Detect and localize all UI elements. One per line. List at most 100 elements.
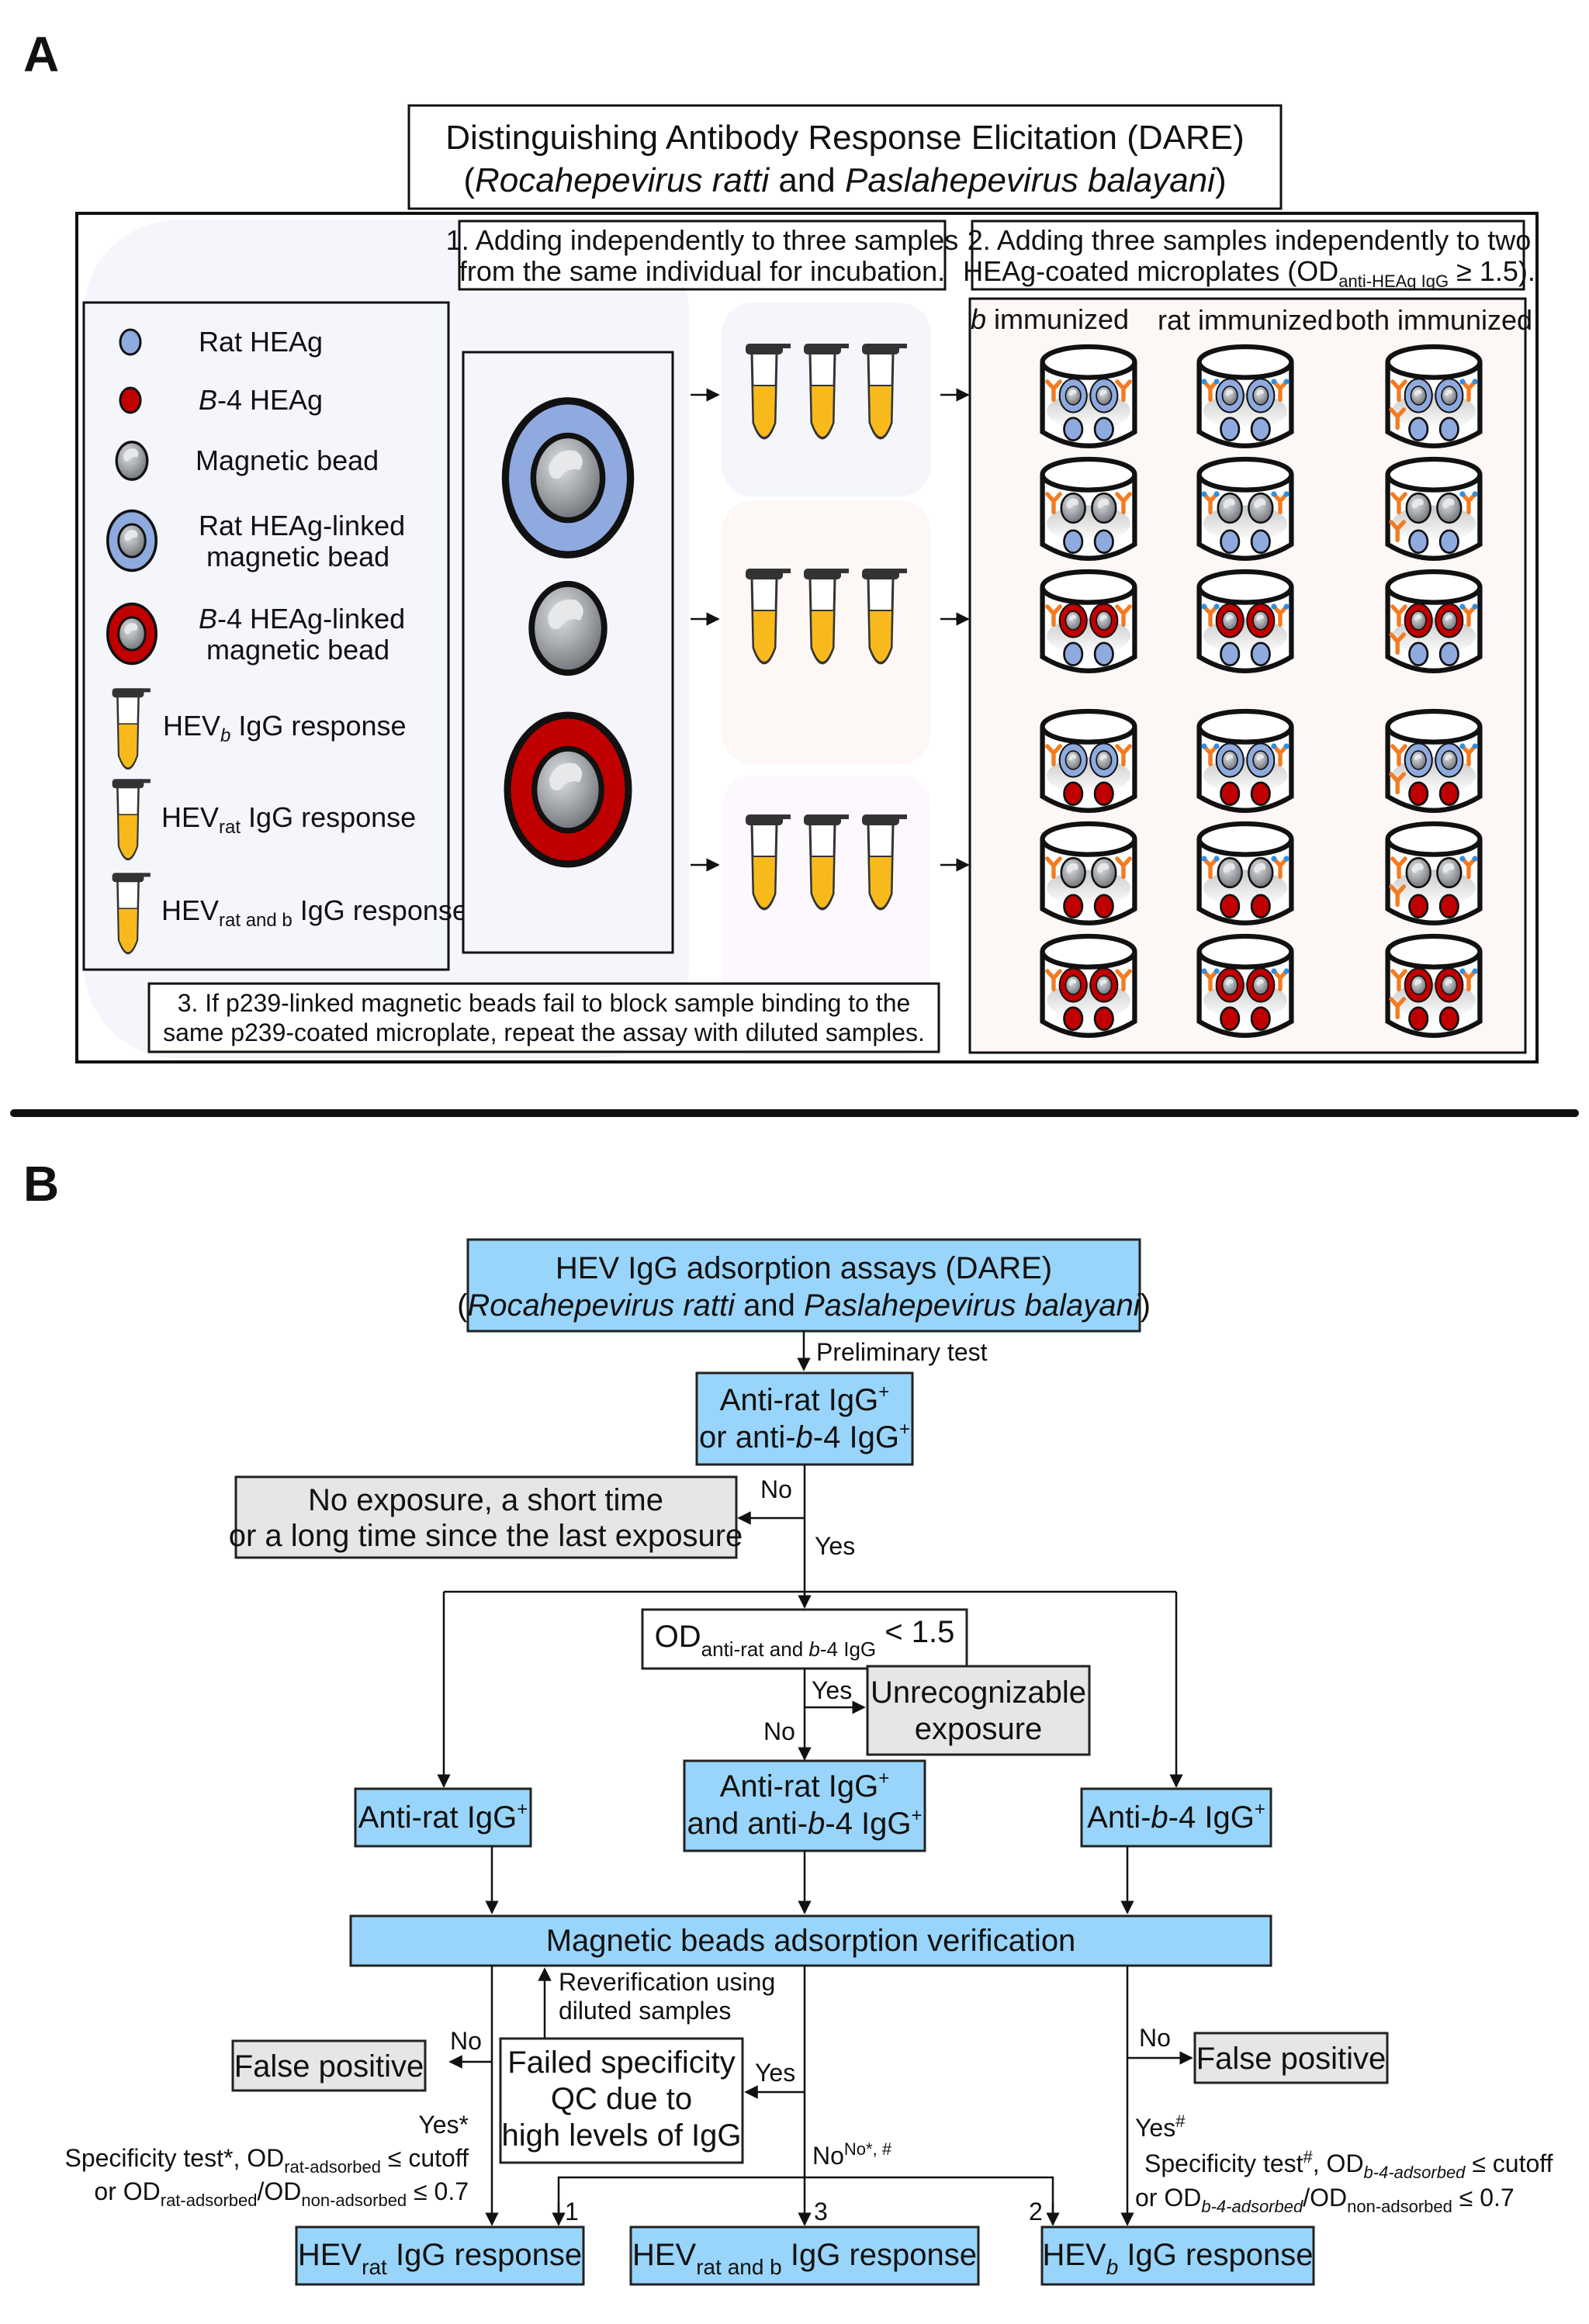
microplate-well: [1043, 936, 1135, 1036]
bead-icon: [1405, 856, 1431, 889]
microplate-well: [1200, 711, 1292, 811]
bead-icon: [1090, 968, 1117, 1001]
antigen-icon: [1250, 894, 1271, 918]
step2-box: 2. Adding three samples independently to…: [963, 220, 1535, 291]
bead-icon: [1248, 856, 1274, 889]
route-1-label: 1: [565, 2198, 579, 2225]
bead-icon: [1060, 379, 1087, 412]
spec-b-line1: Specificity test#, ODb-4-adsorbed ≤ cuto…: [1144, 2147, 1553, 2182]
microplate-well: [1200, 936, 1292, 1036]
microplate-well: [1200, 572, 1292, 671]
legend-label: Rat HEAg-linked: [199, 510, 405, 541]
bead-icon: [1090, 603, 1117, 637]
antigen-icon: [1063, 781, 1084, 806]
step3-box: 3. If p239-linked magnetic beads fail to…: [147, 982, 940, 1053]
step1-line1: 1. Adding independently to three samples: [446, 224, 958, 256]
bead-icon: [1248, 492, 1274, 524]
bead-icon: [1405, 492, 1431, 524]
anti-rat-label: Anti-rat IgG+: [358, 1799, 528, 1835]
column-header-b: b immunized: [971, 303, 1129, 335]
no-label-2: No: [763, 1717, 795, 1745]
bead-icon: [1435, 968, 1463, 1001]
legend-label: HEVb IgG response: [163, 710, 407, 746]
bead-icon: [1060, 968, 1087, 1001]
no-exposure-box: No exposure, a short time or a long time…: [229, 1475, 743, 1559]
microplate-well: [1200, 459, 1292, 559]
microplate-well: [1043, 572, 1135, 671]
both-positive-box: Anti-rat IgG+ and anti-b-4 IgG+: [683, 1759, 926, 1852]
step1-line2: from the same individual for incubation.: [459, 255, 945, 287]
legend-item-b4-heag-linked-bead: B-4 HEAg-linked magnetic bead: [108, 603, 405, 666]
well-icon: [1388, 824, 1480, 923]
tube-row-bead: [691, 567, 970, 665]
false-positive-left-box: False positive: [231, 2039, 427, 2092]
bead-icon: [1217, 856, 1243, 889]
unrecognizable-line2: exposure: [915, 1712, 1043, 1746]
legend-item-rat-heag: Rat HEAg: [119, 326, 323, 358]
tube-row-rat: [691, 342, 970, 440]
well-icon: [1200, 936, 1292, 1036]
no-exposure-line2: or a long time since the last exposure: [229, 1519, 743, 1553]
both-line2: and anti-b-4 IgG+: [687, 1805, 922, 1841]
panel-b-letter: B: [23, 1156, 59, 1212]
microplate-well: [1388, 572, 1480, 671]
no-label-3: No: [450, 2027, 482, 2055]
microplate-well: [1388, 711, 1480, 811]
antigen-icon: [1438, 894, 1459, 918]
antigen-icon: [1408, 417, 1429, 441]
antigen-icon: [1093, 1006, 1114, 1031]
step3-line1: 3. If p239-linked magnetic beads fail to…: [178, 989, 911, 1017]
anti-rat-box: Anti-rat IgG+: [354, 1787, 532, 1848]
microplate-well: [1200, 347, 1292, 446]
anti-b4-label: Anti-b-4 IgG+: [1087, 1799, 1265, 1835]
microplate-well: [1388, 824, 1480, 923]
antigen-icon: [1250, 781, 1271, 806]
no-exposure-line1: No exposure, a short time: [308, 1483, 663, 1517]
bead-icon: [1405, 379, 1432, 412]
bead-icon: [1247, 379, 1274, 412]
bead-icon: [1090, 379, 1117, 412]
result-both-label: HEVrat and b IgG response: [632, 2238, 977, 2279]
failed-qc-box: Failed specificity QC due to high levels…: [499, 2037, 744, 2164]
microplate-well: [1388, 936, 1480, 1036]
bead-icon: [1060, 603, 1087, 637]
legend-label: Magnetic bead: [196, 444, 379, 476]
well-icon: [1200, 711, 1292, 811]
panel-a-title-box: Distinguishing Antibody Response Elicita…: [407, 104, 1283, 210]
no-star-hash-label: NoNo*, #: [812, 2139, 892, 2170]
b4-heag-icon: [119, 386, 142, 414]
well-icon: [1043, 347, 1135, 446]
antigen-icon: [1438, 529, 1459, 554]
magnetic-bead-icon: [115, 441, 149, 481]
antigen-icon: [1093, 417, 1114, 441]
anti-b4-box: Anti-b-4 IgG+: [1080, 1787, 1272, 1848]
legend-label: HEVrat IgG response: [161, 801, 416, 838]
tube-row-b4: [691, 813, 970, 911]
bead-icon: [1247, 743, 1274, 776]
legend-item-tube-rat: HEVrat IgG response: [111, 778, 416, 861]
failed-qc-line2: QC due to: [551, 2082, 692, 2116]
legend-label-2: magnetic bead: [206, 634, 389, 666]
antigen-icon: [1438, 1006, 1459, 1031]
panel-a-title-line2: (Rocahepevirus ratti and Paslahepevirus …: [463, 161, 1226, 199]
antigen-icon: [1093, 894, 1114, 918]
antigen-icon: [1093, 642, 1114, 666]
verification-box: Magnetic beads adsorption verification: [349, 1914, 1272, 1967]
antigen-icon: [1220, 417, 1241, 441]
microplate-well: [1388, 347, 1480, 446]
false-positive-right-box: False positive: [1193, 2032, 1389, 2084]
antigen-icon: [1408, 781, 1429, 806]
yes-hash-label: Yes#: [1135, 2111, 1186, 2142]
antigen-icon: [1093, 781, 1114, 806]
false-positive-right-label: False positive: [1196, 2042, 1386, 2076]
bead-icon: [1217, 379, 1244, 412]
antigen-icon: [1408, 1006, 1429, 1031]
bead-icon: [1091, 492, 1117, 524]
prelim-line2: or anti-b-4 IgG+: [699, 1419, 910, 1454]
antigen-icon: [1250, 642, 1271, 666]
well-icon: [1200, 824, 1292, 923]
legend-item-tube-b: HEVb IgG response: [111, 687, 407, 770]
rat-heag-linked-bead-icon: [108, 511, 156, 571]
well-icon: [1388, 936, 1480, 1036]
legend-item-tube-both: HEVrat and b IgG response: [111, 872, 468, 955]
